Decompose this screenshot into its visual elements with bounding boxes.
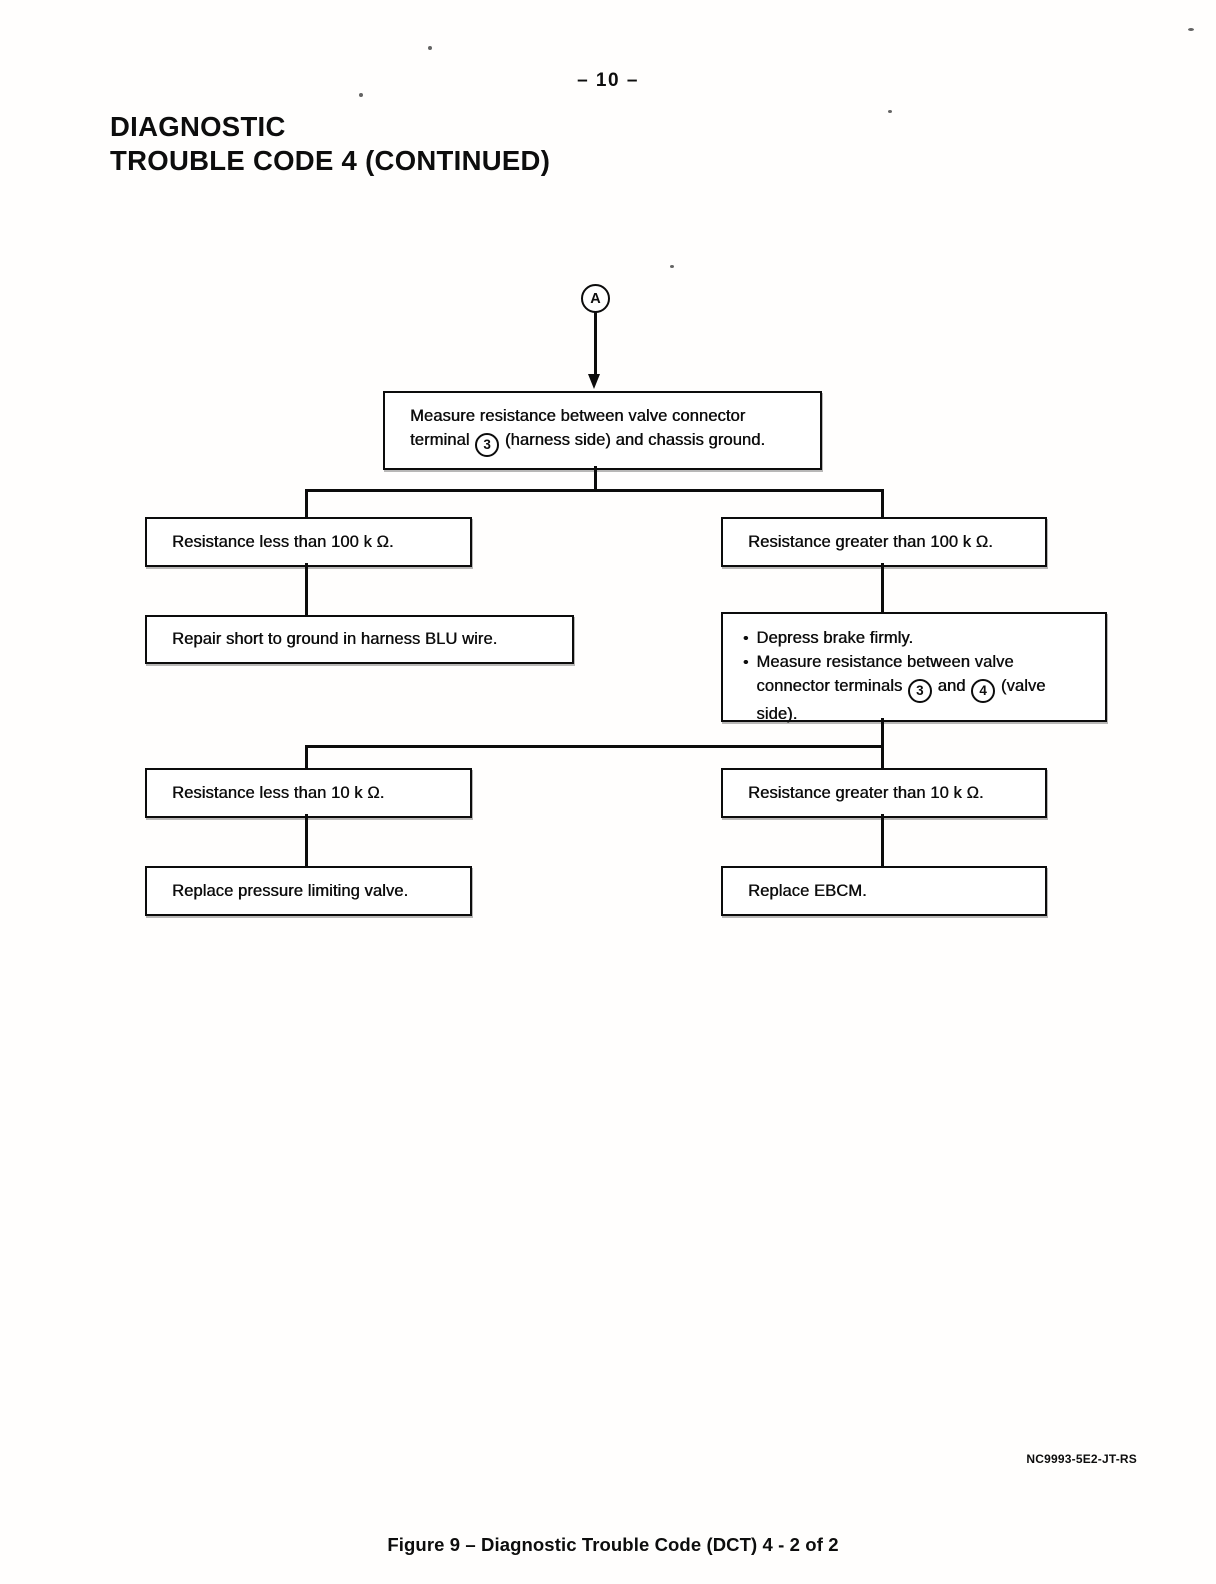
bullet-item-measure-terminals: • Measure resistance between valve conne… <box>743 651 1091 727</box>
scan-speck <box>359 93 363 97</box>
connector-line <box>594 466 597 492</box>
replace-valve-text: Replace pressure limiting valve. <box>172 881 409 900</box>
scan-speck <box>670 265 674 268</box>
flow-box-repair-short: Repair short to ground in harness BLU wi… <box>145 615 574 664</box>
resistance-greater-10-text: Resistance greater than 10 k Ω. <box>748 783 984 802</box>
connector-line <box>594 312 597 375</box>
flow-box-replace-ebcm: Replace EBCM. <box>721 866 1047 916</box>
bullet-item-depress-brake: • Depress brake firmly. <box>743 627 1091 651</box>
flow-box-resistance-greater-10: Resistance greater than 10 k Ω. <box>721 768 1047 818</box>
measure-ground-text-after: (harness side) and chassis ground. <box>504 431 766 450</box>
connector-line <box>881 718 884 748</box>
resistance-greater-100-text: Resistance greater than 100 k Ω. <box>748 532 993 551</box>
figure-caption: Figure 9 – Diagnostic Trouble Code (DCT)… <box>387 1534 839 1555</box>
measure-terminals-text-after: (valve side). <box>756 676 1046 723</box>
terminal-3-circled: 3 <box>475 433 500 458</box>
resistance-less-10-text: Resistance less than 10 k Ω. <box>172 783 385 802</box>
arrow-down-icon <box>588 374 600 389</box>
resistance-less-100-text: Resistance less than 100 k Ω. <box>172 532 394 551</box>
flow-box-brake-measure: • Depress brake firmly. • Measure resist… <box>721 612 1107 723</box>
repair-short-text: Repair short to ground in harness BLU wi… <box>172 630 498 648</box>
scan-speck <box>428 46 432 50</box>
page-title: DIAGNOSTIC TROUBLE CODE 4 (CONTINUED) <box>110 110 550 179</box>
connector-line <box>881 745 884 769</box>
connector-a-label: A <box>590 290 601 307</box>
page-number: – 10 – <box>577 70 639 91</box>
scan-speck <box>1188 28 1194 31</box>
connector-line <box>305 489 884 492</box>
document-code: NC9993-5E2-JT-RS <box>1026 1452 1137 1466</box>
terminal-3-circled: 3 <box>907 678 932 703</box>
replace-ebcm-text: Replace EBCM. <box>748 881 867 900</box>
scan-speck <box>888 110 892 113</box>
bullet-icon: • <box>743 630 749 647</box>
depress-brake-text: Depress brake firmly. <box>756 629 914 647</box>
connector-line <box>881 489 884 518</box>
connector-line <box>305 745 308 769</box>
measure-ground-text-before: Measure resistance between valve connect… <box>410 406 746 450</box>
bullet-icon: • <box>743 653 749 671</box>
flow-box-resistance-less-100: Resistance less than 100 k Ω. <box>145 517 472 567</box>
flow-box-resistance-greater-100: Resistance greater than 100 k Ω. <box>721 517 1047 567</box>
flow-box-measure-ground: Measure resistance between valve connect… <box>383 391 822 470</box>
connector-line <box>305 814 308 866</box>
connector-line <box>305 563 308 616</box>
page-title-line2: TROUBLE CODE 4 (CONTINUED) <box>110 145 551 177</box>
flow-box-resistance-less-10: Resistance less than 10 k Ω. <box>145 768 472 818</box>
page-title-line1: DIAGNOSTIC <box>110 111 286 142</box>
measure-terminals-conjunction: and <box>937 676 966 695</box>
connector-line <box>881 563 884 613</box>
measure-terminals-text-before: Measure resistance between valve connect… <box>756 652 1014 695</box>
flow-box-replace-valve: Replace pressure limiting valve. <box>145 866 472 916</box>
connector-line <box>881 814 884 866</box>
terminal-4-circled: 4 <box>971 678 996 703</box>
flow-connector-a: A <box>581 284 610 313</box>
connector-line <box>305 489 308 518</box>
connector-line <box>305 745 884 748</box>
